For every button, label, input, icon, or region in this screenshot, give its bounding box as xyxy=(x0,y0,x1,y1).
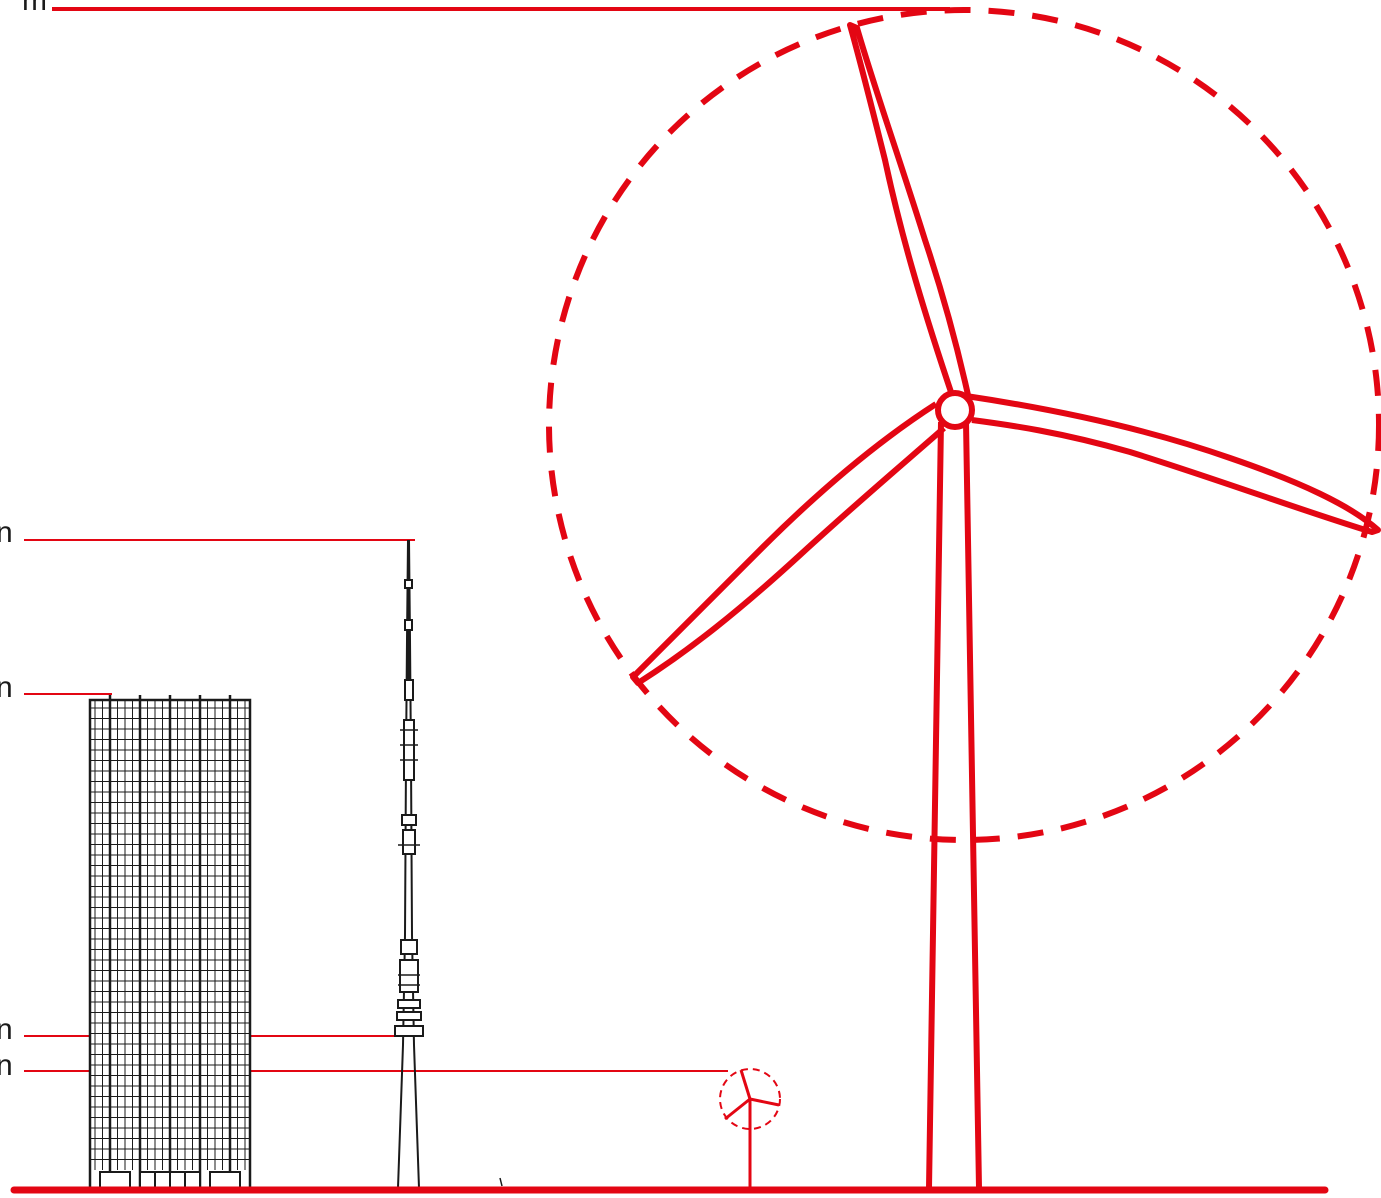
label-tower-height: n xyxy=(0,516,13,549)
label-turbine-height: m xyxy=(22,0,47,17)
turbine-blade-up xyxy=(847,22,971,396)
label-building-height: n xyxy=(0,671,13,704)
ground-mark xyxy=(499,1177,503,1187)
small-blade-3 xyxy=(724,1097,751,1121)
rotor-swept-area xyxy=(546,7,1381,843)
skyscraper xyxy=(88,695,252,1190)
tower-antenna-details xyxy=(398,729,420,986)
label-small-turbine-height: n xyxy=(0,1049,13,1082)
small-blade-1 xyxy=(739,1069,752,1100)
small-wind-turbine xyxy=(719,1068,781,1188)
skyscraper-entrance xyxy=(99,1171,241,1189)
turbine-tower xyxy=(926,421,982,1189)
tower-platforms xyxy=(394,579,424,1037)
small-blade-2 xyxy=(749,1097,780,1107)
small-rotor-circle xyxy=(719,1068,781,1130)
label-tower-platform-height: n xyxy=(0,1013,13,1046)
turbine-blade-left xyxy=(630,401,946,686)
skyscraper-piers xyxy=(108,695,232,1188)
tv-tower xyxy=(394,539,424,1189)
turbine-blade-right xyxy=(965,393,1381,535)
turbine-hub xyxy=(935,390,975,430)
large-wind-turbine xyxy=(546,7,1381,1189)
